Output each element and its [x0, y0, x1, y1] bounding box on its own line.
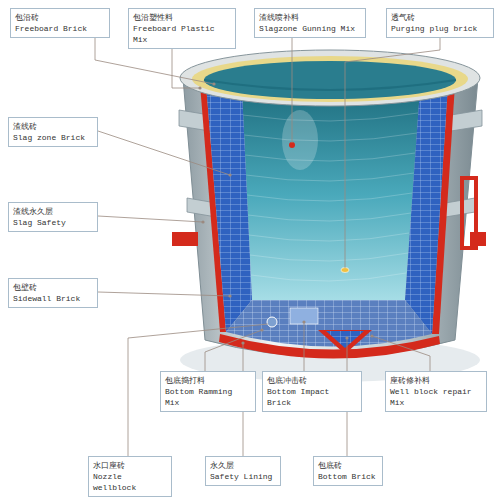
brick-course: [251, 273, 406, 281]
label-chinese: 包沿砖: [15, 12, 105, 23]
callout-box: 包沿砖Freeboard Brick: [10, 8, 110, 38]
reflection: [282, 110, 318, 170]
leader-line: [98, 292, 230, 296]
leader-dot: [260, 328, 263, 331]
label-english: Slagzone Gunning Mix: [259, 23, 361, 34]
label-chinese: 包底冲击砖: [267, 375, 357, 386]
leader-dot: [228, 294, 231, 297]
trunnion: [172, 232, 198, 246]
leader-dot: [302, 320, 305, 323]
callout-box: 包沿塑性料Freeboard Plastic Mix: [128, 8, 236, 49]
leader-line: [98, 216, 203, 222]
leader-dot: [201, 220, 204, 223]
opening-edge: [204, 80, 456, 90]
leader-dot: [370, 334, 373, 337]
label-english: Safety Lining: [210, 471, 276, 482]
label-chinese: 渣线喷补料: [259, 12, 361, 23]
wall-bricks: [206, 84, 252, 332]
label-english: Well block repair Mix: [390, 386, 482, 408]
callout-box: 水口座砖Nozzle wellblock: [88, 456, 172, 497]
nozzle-wellblock: [267, 317, 277, 327]
trunnion: [470, 232, 486, 246]
brick-course: [247, 193, 412, 201]
label-chinese: 包底砖: [318, 460, 378, 471]
callout-box: 永久层Safety Lining: [205, 456, 281, 486]
label-chinese: 永久层: [210, 460, 276, 471]
callout-box: 渣线永久层Slag Safety: [8, 202, 98, 232]
label-english: Slag zone Brick: [13, 132, 93, 143]
ladle-rim: [180, 50, 480, 106]
label-english: Sidewall Brick: [13, 293, 93, 304]
leader-line: [304, 322, 305, 371]
label-chinese: 渣线砖: [13, 121, 93, 132]
label-english: Nozzle wellblock: [93, 471, 167, 493]
label-chinese: 包壁砖: [13, 282, 93, 293]
label-chinese: 包底捣打料: [165, 375, 251, 386]
label-chinese: 座砖修补料: [390, 375, 482, 386]
leader-dot: [228, 173, 231, 176]
callout-box: 包底冲击砖Bottom Impact Brick: [262, 371, 362, 412]
leader-dot: [212, 82, 215, 85]
leader-dot: [198, 86, 201, 89]
ladle-opening: [204, 61, 456, 99]
callout-box: 包壁砖Sidewall Brick: [8, 278, 98, 308]
label-english: Freeboard Brick: [15, 23, 105, 34]
callout-box: 透气砖Purging plug brick: [386, 8, 494, 38]
label-english: Slag Safety: [13, 217, 93, 228]
label-english: Freeboard Plastic Mix: [133, 23, 231, 45]
ladle-interior: [242, 90, 420, 300]
label-chinese: 透气砖: [391, 12, 489, 23]
leader-dot: [241, 341, 244, 344]
label-english: Bottom Ramming Mix: [165, 386, 251, 408]
bottom-cut-bricks: [326, 331, 364, 348]
brick-course: [249, 233, 409, 241]
brick-course: [248, 213, 411, 221]
leader-line: [345, 36, 440, 268]
freeboard-plastic: [192, 56, 468, 102]
label-chinese: 水口座砖: [93, 460, 167, 471]
brick-course: [250, 253, 408, 261]
leader-line: [292, 36, 293, 143]
label-english: Purging plug brick: [391, 23, 489, 34]
purging-plug: [341, 268, 349, 273]
wall-bricks: [405, 84, 448, 334]
ladle-shell: [183, 78, 478, 357]
callout-box: 渣线喷补料Slagzone Gunning Mix: [254, 8, 366, 38]
callout-box: 包底捣打料Bottom Ramming Mix: [160, 371, 256, 412]
leader-dots: [198, 82, 373, 344]
label-chinese: 渣线永久层: [13, 206, 93, 217]
callout-box: 座砖修补料Well block repair Mix: [385, 371, 487, 412]
leader-line: [98, 131, 230, 175]
brick-course: [245, 153, 415, 161]
label-english: Bottom Impact Brick: [267, 386, 357, 408]
label-chinese: 包沿塑性料: [133, 12, 231, 23]
leader-line: [205, 330, 262, 371]
impact-pad: [290, 308, 318, 324]
callout-box: 渣线砖Slag zone Brick: [8, 117, 98, 147]
brick-courses: [243, 113, 418, 281]
label-english: Bottom Brick: [318, 471, 378, 482]
brick-course: [243, 113, 418, 121]
bottom-cut: [318, 330, 372, 354]
brick-course: [246, 173, 414, 181]
leader-line: [372, 336, 430, 371]
callout-box: 包底砖Bottom Brick: [313, 456, 383, 486]
leader-line: [128, 324, 268, 456]
brick-course: [244, 133, 417, 141]
leader-dot: [345, 336, 348, 339]
